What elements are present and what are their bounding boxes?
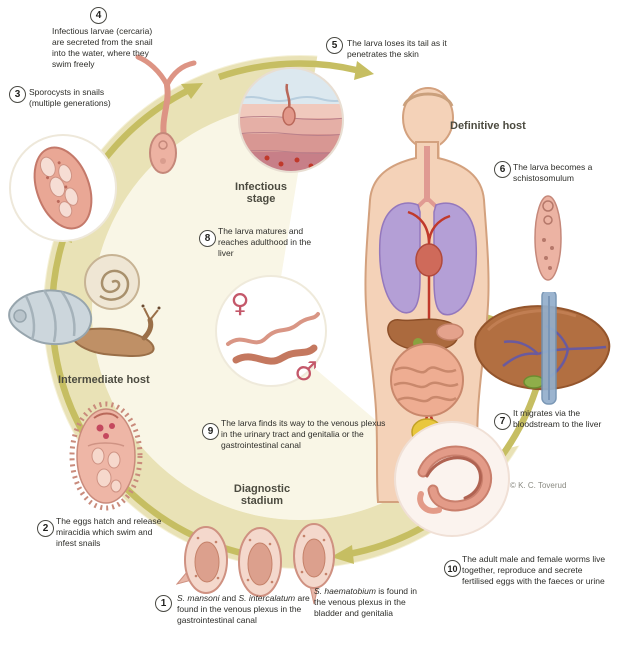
species-name: S. intercalatum	[238, 593, 296, 603]
paired-worms-illustration	[394, 421, 510, 537]
skin-penetration-illustration	[238, 67, 344, 173]
step-2-badge: 2	[37, 520, 54, 537]
step-7-badge: 7	[494, 413, 511, 430]
step-7-text: It migrates via the bloodstream to the l…	[513, 408, 602, 430]
step-6-text: The larva becomes a schistosomulum	[513, 162, 593, 184]
male-symbol-icon: ♂	[294, 357, 317, 387]
step-4-badge: 4	[90, 7, 107, 24]
step-9-text: The larva finds its way to the venous pl…	[221, 418, 386, 451]
step-1-badge: 1	[155, 595, 172, 612]
definitive-host-label: Definitive host	[450, 120, 526, 132]
liver-illustration	[474, 292, 611, 405]
step-3-text: Sporocysts in snails (multiple generatio…	[29, 87, 111, 109]
step-4-text: Infectious larvae (cercaria) are secrete…	[52, 26, 153, 70]
step-5-badge: 5	[326, 37, 343, 54]
illustrator-credit: © K. C. Toverud	[510, 481, 567, 490]
human-body-illustration	[364, 87, 490, 503]
miracidium-illustration	[69, 401, 143, 511]
species-name: S. mansoni	[177, 593, 220, 603]
step-8-badge: 8	[199, 230, 216, 247]
species-note-right: S. haematobium is found in the venous pl…	[314, 586, 418, 619]
intermediate-host-label: Intermediate host	[58, 374, 150, 386]
step-10-badge: 10	[444, 560, 461, 577]
cercaria-illustration	[135, 54, 197, 174]
species-note-left: S. mansoni and S. intercalatum are found…	[177, 593, 310, 626]
diagnostic-stadium-label: Diagnostic stadium	[233, 483, 291, 507]
sporocyst-illustration	[9, 134, 117, 242]
step-8-text: The larva matures and reaches adulthood …	[218, 226, 312, 259]
schistosomulum-illustration	[534, 195, 562, 281]
female-symbol-icon: ♀	[230, 289, 249, 319]
infectious-stage-label: Infectious stage	[235, 181, 287, 205]
step-5-text: The larva loses its tail as it penetrate…	[347, 38, 447, 60]
adult-worms-illustration: ♀ ♂	[215, 275, 327, 387]
step-2-text: The eggs hatch and release miracidia whi…	[56, 516, 162, 549]
step-3-badge: 3	[9, 86, 26, 103]
step-10-text: The adult male and female worms live tog…	[462, 554, 606, 587]
eggs-illustration	[176, 523, 335, 605]
species-name: S. haematobium	[314, 586, 376, 596]
snails-illustration	[8, 254, 161, 357]
step-6-badge: 6	[494, 161, 511, 178]
step-9-badge: 9	[202, 423, 219, 440]
